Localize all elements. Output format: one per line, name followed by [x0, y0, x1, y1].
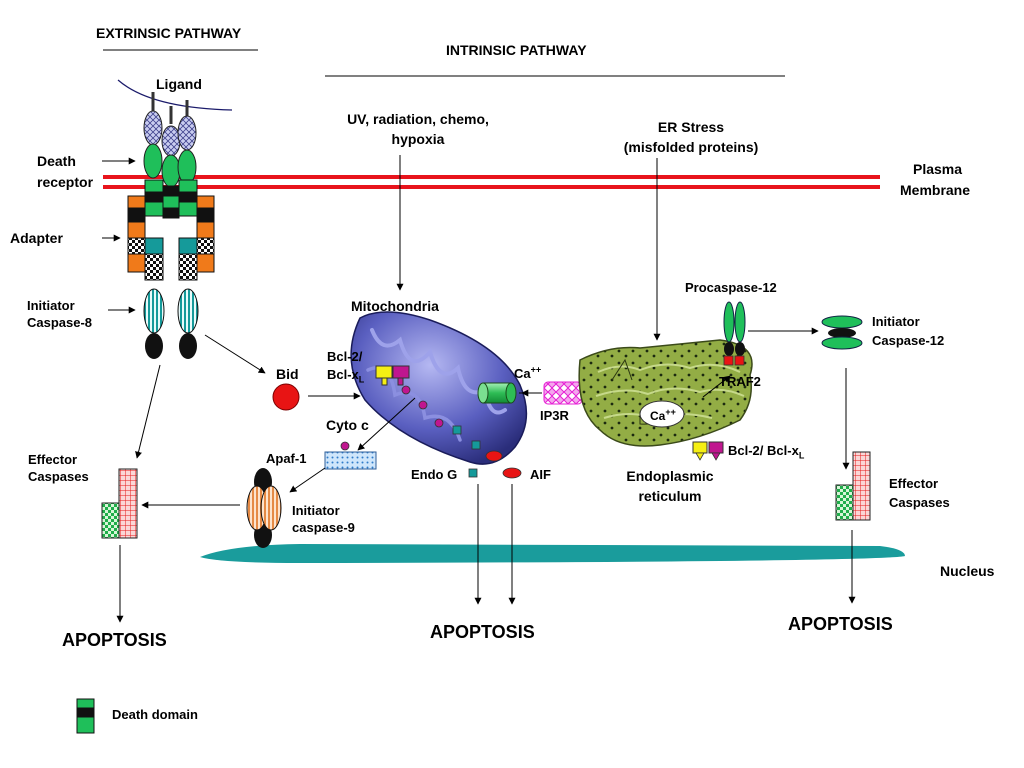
er-ca-label: Ca++	[650, 407, 676, 424]
effector-left-label-2: Caspases	[28, 469, 89, 484]
effector-caspases-left	[101, 468, 138, 539]
ligand-subunit	[177, 115, 197, 151]
initiator-caspase-8	[143, 288, 199, 359]
nucleus-membrane	[200, 544, 905, 563]
cyto-c-particle	[434, 418, 444, 428]
effector-right-label-1: Effector	[889, 476, 939, 491]
receptor-death-domains	[144, 179, 198, 219]
ip3r-receptor	[543, 381, 583, 405]
cyto-c-particle	[401, 385, 411, 395]
apoptosis-left: APOPTOSIS	[62, 630, 167, 650]
endo-g-label: Endo G	[411, 467, 458, 482]
bcl2-mito	[375, 365, 410, 386]
er-stress-label-1: ER Stress	[657, 119, 725, 135]
initiator-caspase-9	[246, 468, 282, 548]
adapter-right	[178, 195, 215, 281]
arrow-apaf-to-casp9	[289, 467, 326, 493]
endo-g-particle	[452, 425, 462, 435]
death-receptor-label-1: Death	[37, 153, 76, 169]
aif-particle	[485, 450, 503, 462]
stimulus-label-2: hypoxia	[391, 131, 445, 147]
caspase-8-label-2: Caspase-8	[27, 315, 93, 330]
cyto-c-label: Cyto c	[326, 417, 369, 433]
procaspase-12-label: Procaspase-12	[685, 280, 777, 295]
procaspase-12	[723, 301, 746, 366]
intrinsic-pathway-title: INTRINSIC PATHWAY	[446, 42, 587, 58]
apoptosis-middle: APOPTOSIS	[430, 622, 535, 642]
ligand-subunit	[161, 125, 181, 157]
traf2-label: TRAF2	[719, 374, 761, 389]
death-receptor-subunit	[143, 143, 163, 179]
bid-protein	[272, 383, 300, 411]
death-receptor-subunit	[161, 154, 181, 188]
apaf-1-protein	[324, 451, 377, 470]
caspase-9-label-2: caspase-9	[292, 520, 355, 535]
apaf-1-label: Apaf-1	[266, 451, 307, 466]
mitochondria-label: Mitochondria	[351, 298, 439, 314]
ca-mito-label: Ca++	[514, 364, 542, 381]
arrow-ca-to-traf2	[702, 375, 731, 398]
apoptosis-right: APOPTOSIS	[788, 614, 893, 634]
ligand-surface	[117, 79, 233, 111]
arrow-cyto-c-release	[357, 397, 416, 451]
bcl2-er-label: Bcl-2/ Bcl-xL	[728, 443, 805, 461]
plasma-membrane	[103, 175, 880, 189]
death-receptor-label-2: receptor	[37, 174, 94, 190]
initiator-caspase-12	[821, 315, 863, 350]
ligand-subunit	[143, 110, 163, 146]
legend-death-domain-swatch	[76, 698, 95, 734]
bcl2-er	[692, 441, 724, 461]
er-stress-label-2: (misfolded proteins)	[623, 139, 759, 155]
er-label-2: reticulum	[638, 488, 702, 504]
caspase-12-label-1: Initiator	[872, 314, 920, 329]
bid-label: Bid	[276, 366, 299, 382]
aif-released	[502, 467, 522, 479]
adapter-label: Adapter	[10, 230, 63, 246]
cyto-c-particle	[418, 400, 428, 410]
adapter-left	[127, 195, 164, 281]
stimulus-label-1: UV, radiation, chemo,	[347, 111, 489, 127]
endo-g-released	[468, 468, 478, 478]
arrow-casp8-to-bid	[204, 334, 266, 374]
bcl2-mito-label-1: Bcl-2/	[327, 349, 363, 364]
caspase-9-label-1: Initiator	[292, 503, 340, 518]
ip3r-label: IP3R	[540, 408, 569, 423]
cyto-c-bound	[340, 441, 350, 451]
aif-label: AIF	[530, 467, 551, 482]
ligand-label: Ligand	[156, 76, 202, 92]
effector-left-label-1: Effector	[28, 452, 78, 467]
arrow-casp8-to-effector	[135, 364, 161, 459]
plasma-membrane-label-2: Membrane	[900, 182, 971, 198]
effector-caspases-right	[835, 451, 871, 521]
nucleus-label: Nucleus	[940, 563, 995, 579]
extrinsic-pathway-title: EXTRINSIC PATHWAY	[96, 25, 242, 41]
endo-g-particle	[471, 440, 481, 450]
calcium-channel	[477, 382, 517, 404]
plasma-membrane-label-1: Plasma	[913, 161, 963, 177]
caspase-8-label-1: Initiator	[27, 298, 75, 313]
effector-right-label-2: Caspases	[889, 495, 950, 510]
bcl2-mito-label-2: Bcl-xL	[327, 367, 365, 385]
er-calcium-store	[639, 400, 685, 428]
er-label-1: Endoplasmic	[626, 468, 714, 484]
ligand-receptor-complex	[117, 79, 233, 359]
caspase-12-label-2: Caspase-12	[872, 333, 945, 348]
death-receptor-subunit	[177, 149, 197, 185]
legend-death-domain-label: Death domain	[112, 707, 198, 722]
